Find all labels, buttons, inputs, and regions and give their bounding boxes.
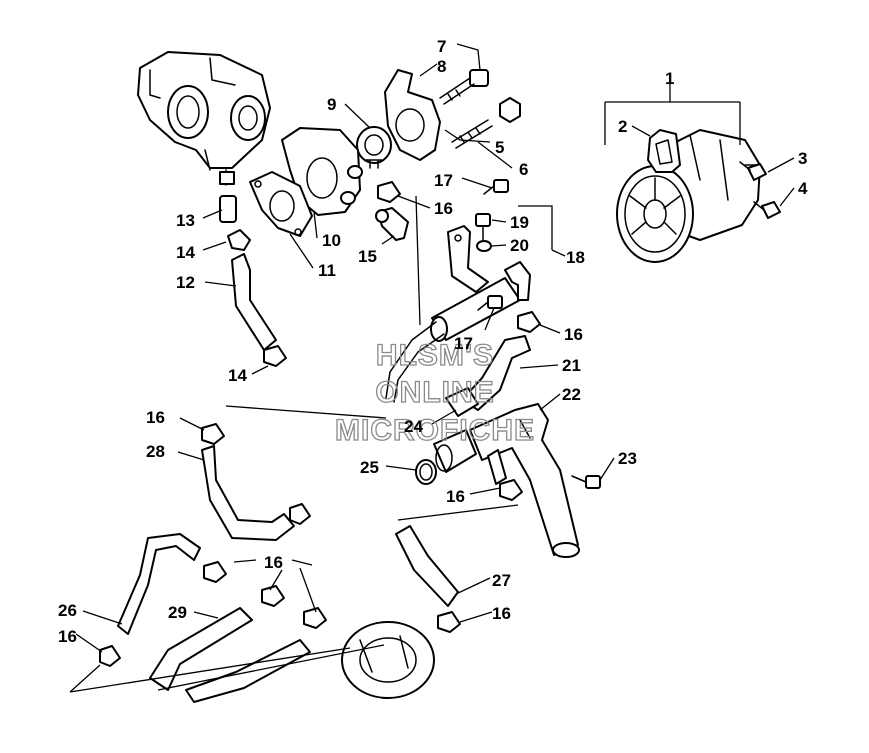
callout-16-a: 16 <box>434 199 453 218</box>
callout-4: 4 <box>798 179 808 198</box>
callout-1: 1 <box>665 69 674 88</box>
callout-16-g: 16 <box>492 604 511 623</box>
callout-22: 22 <box>562 385 581 404</box>
callout-16-d: 16 <box>264 553 283 572</box>
callout-16-f: 16 <box>446 487 465 506</box>
callout-2: 2 <box>618 117 627 136</box>
watermark-line-2: ONLINE <box>375 376 494 409</box>
hose-28 <box>201 445 295 541</box>
pump-o-ring <box>647 129 681 173</box>
callout-5: 5 <box>495 138 504 157</box>
pump-screw-3 <box>739 161 767 181</box>
callout-28: 28 <box>146 442 165 461</box>
bolt-23 <box>571 475 601 489</box>
bolt-17a <box>483 179 509 195</box>
callout-23: 23 <box>618 449 637 468</box>
callout-13: 13 <box>176 211 195 230</box>
hose-12 <box>231 253 277 351</box>
hose-21 <box>461 335 531 411</box>
callout-24: 24 <box>404 417 423 436</box>
callout-8: 8 <box>437 57 446 76</box>
callout-14b: 14 <box>228 366 247 385</box>
hose-29 <box>149 607 311 703</box>
clamp-16-e <box>261 585 285 607</box>
callout-19: 19 <box>510 213 529 232</box>
callout-14a: 14 <box>176 243 195 262</box>
clamp-16-c <box>203 561 227 583</box>
throttle-body <box>137 51 271 186</box>
o-ring-25 <box>415 459 437 485</box>
coolant-manifold <box>385 261 531 403</box>
temperature-sensor <box>375 207 409 241</box>
clamp-16-j <box>377 181 401 203</box>
nut <box>499 97 521 123</box>
callout-25: 25 <box>360 458 379 477</box>
short-tube-24 <box>445 387 479 417</box>
clamp-16-h <box>499 479 523 501</box>
clamp-16-b <box>289 503 311 525</box>
callout-26: 26 <box>58 601 77 620</box>
callout-17b: 17 <box>454 334 473 353</box>
callout-29: 29 <box>168 603 187 622</box>
callout-11: 11 <box>318 261 336 280</box>
fitting-small <box>219 195 237 223</box>
coolant-pipe-22 <box>469 403 580 558</box>
bolt-17b <box>477 295 503 311</box>
callout-12: 12 <box>176 273 195 292</box>
callout-15: 15 <box>358 247 377 266</box>
bracket-bolt-19 <box>475 213 491 241</box>
thermostat-housing-cover <box>384 69 441 161</box>
bolt-long <box>439 69 489 105</box>
branch-tube <box>487 449 507 485</box>
callout-16-c: 16 <box>146 408 165 427</box>
clamp-16-g <box>437 611 461 633</box>
callout-27: 27 <box>492 571 511 590</box>
engine-outlet <box>341 621 435 699</box>
clamp-14-upper <box>227 229 251 251</box>
callout-9: 9 <box>327 95 336 114</box>
pipe-elbow <box>433 429 477 473</box>
callout-21: 21 <box>562 356 581 375</box>
hose-26 <box>117 533 201 635</box>
callout-16-e: 16 <box>58 627 77 646</box>
clamp-16-d <box>99 645 121 667</box>
watermark-line-1: HLSM'S <box>376 339 494 372</box>
callout-6: 6 <box>519 160 528 179</box>
callout-labels: 1 2 3 4 5 6 7 8 9 10 11 12 13 14 14 15 1… <box>58 37 808 646</box>
callout-17a: 17 <box>434 171 453 190</box>
mounting-bracket <box>447 225 489 293</box>
watermark-line-3: MICROFICHE <box>335 414 535 447</box>
clamp-16-a <box>201 423 225 445</box>
thermostat <box>356 126 392 169</box>
leader-lines <box>69 43 795 693</box>
stud-bolt <box>451 119 493 149</box>
clamp-16-i <box>517 311 541 333</box>
callout-7: 7 <box>437 37 446 56</box>
hose-27 <box>395 525 459 607</box>
water-pump-assembly <box>616 129 761 263</box>
clamp-16-f <box>303 607 327 629</box>
washer-20 <box>476 240 492 252</box>
callout-16-b: 16 <box>564 325 583 344</box>
callout-20: 20 <box>510 236 529 255</box>
callout-18: 18 <box>566 248 585 267</box>
callout-3: 3 <box>798 149 807 168</box>
callout-10: 10 <box>322 231 341 250</box>
housing-gasket <box>249 171 313 237</box>
clamp-14-lower <box>263 345 287 367</box>
pump-screw-4 <box>753 201 781 219</box>
watermark: HLSM'S ONLINE MICROFICHE <box>334 338 535 447</box>
